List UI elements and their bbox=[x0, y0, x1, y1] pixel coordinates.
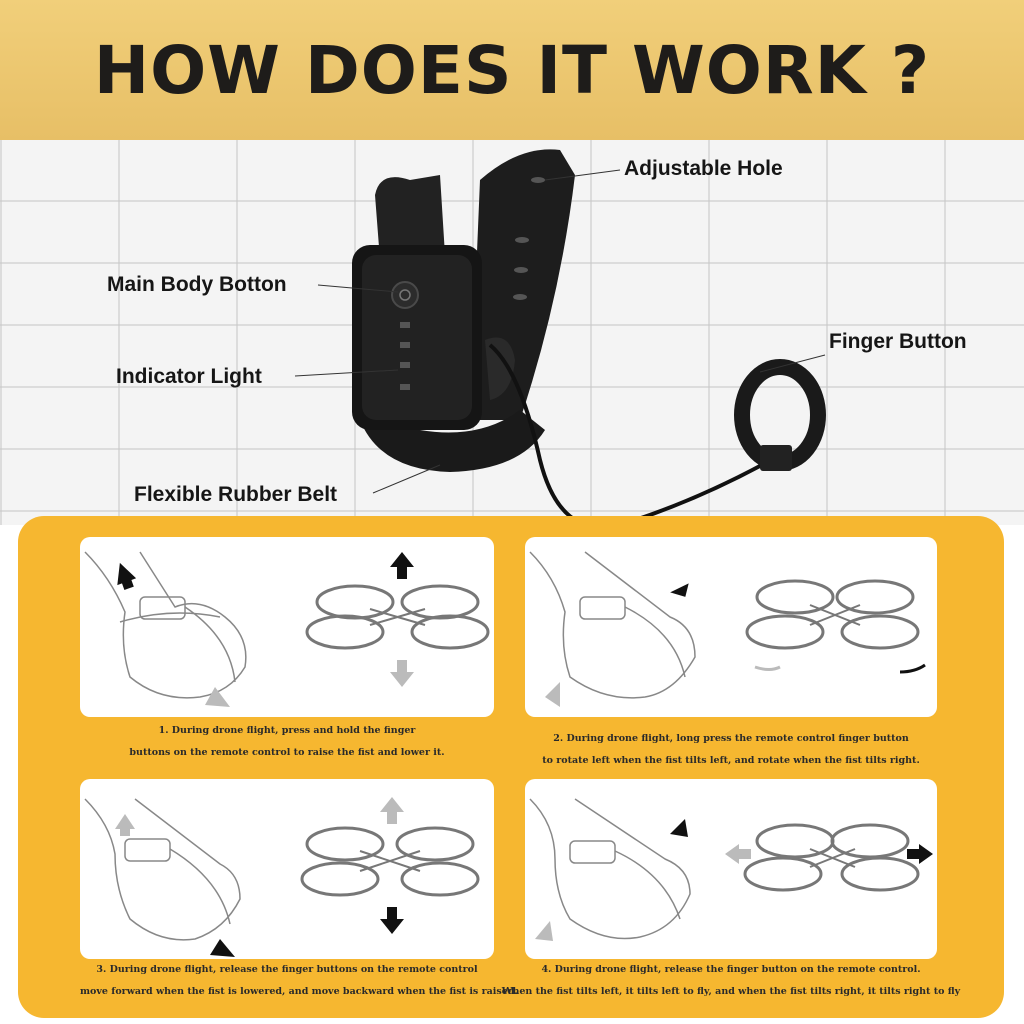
hand-icon bbox=[529, 551, 696, 707]
arrow-icon bbox=[907, 844, 933, 864]
step-4-caption: 4. During drone flight, release the fing… bbox=[501, 964, 961, 997]
callout-adjustable-hole: Adjustable Hole bbox=[624, 157, 783, 180]
arrow-icon bbox=[380, 797, 404, 824]
step-2-caption: 2. During drone flight, long press the r… bbox=[542, 733, 920, 766]
arrow-icon bbox=[754, 665, 781, 671]
hand-icon bbox=[529, 798, 691, 941]
arrow-icon bbox=[210, 939, 235, 957]
product-hero: Adjustable Hole Main Body Botton Indicat… bbox=[0, 140, 1024, 525]
callout-indicator-light: Indicator Light bbox=[116, 365, 262, 388]
wrist-remote-icon bbox=[294, 149, 826, 525]
drone-icon bbox=[300, 797, 480, 934]
drone-icon bbox=[305, 552, 490, 687]
arrow-icon bbox=[117, 562, 137, 590]
arrow-icon bbox=[205, 687, 230, 707]
callout-flexible-rubber-belt: Flexible Rubber Belt bbox=[134, 483, 338, 506]
arrow-icon bbox=[390, 552, 414, 579]
callout-finger-button: Finger Button bbox=[829, 330, 967, 353]
arrow-icon bbox=[670, 819, 688, 837]
step-3-caption: 3. During drone flight, release the fing… bbox=[80, 964, 518, 997]
arrow-icon bbox=[670, 583, 689, 597]
callout-main-body-button: Main Body Botton bbox=[107, 273, 287, 296]
arrow-icon bbox=[725, 844, 751, 864]
hand-icon bbox=[84, 551, 247, 707]
step-3-card bbox=[80, 779, 494, 959]
arrow-icon bbox=[390, 660, 414, 687]
step-1-card bbox=[80, 537, 494, 717]
drone-icon bbox=[745, 579, 926, 674]
arrow-icon bbox=[115, 814, 135, 836]
arrow-icon bbox=[545, 682, 560, 707]
arrow-icon bbox=[899, 663, 926, 674]
arrow-icon bbox=[535, 921, 553, 941]
drone-icon bbox=[725, 823, 933, 892]
page-title: HOW DOES IT WORK ? bbox=[93, 31, 931, 109]
arrow-icon bbox=[380, 907, 404, 934]
header-banner: HOW DOES IT WORK ? bbox=[0, 0, 1024, 140]
step-1-caption: 1. During drone flight, press and hold t… bbox=[129, 725, 445, 758]
step-2-card bbox=[525, 537, 937, 717]
hand-icon bbox=[84, 798, 241, 957]
instructions-panel: 1. During drone flight, press and hold t… bbox=[18, 516, 1004, 1018]
step-4-card bbox=[525, 779, 937, 959]
